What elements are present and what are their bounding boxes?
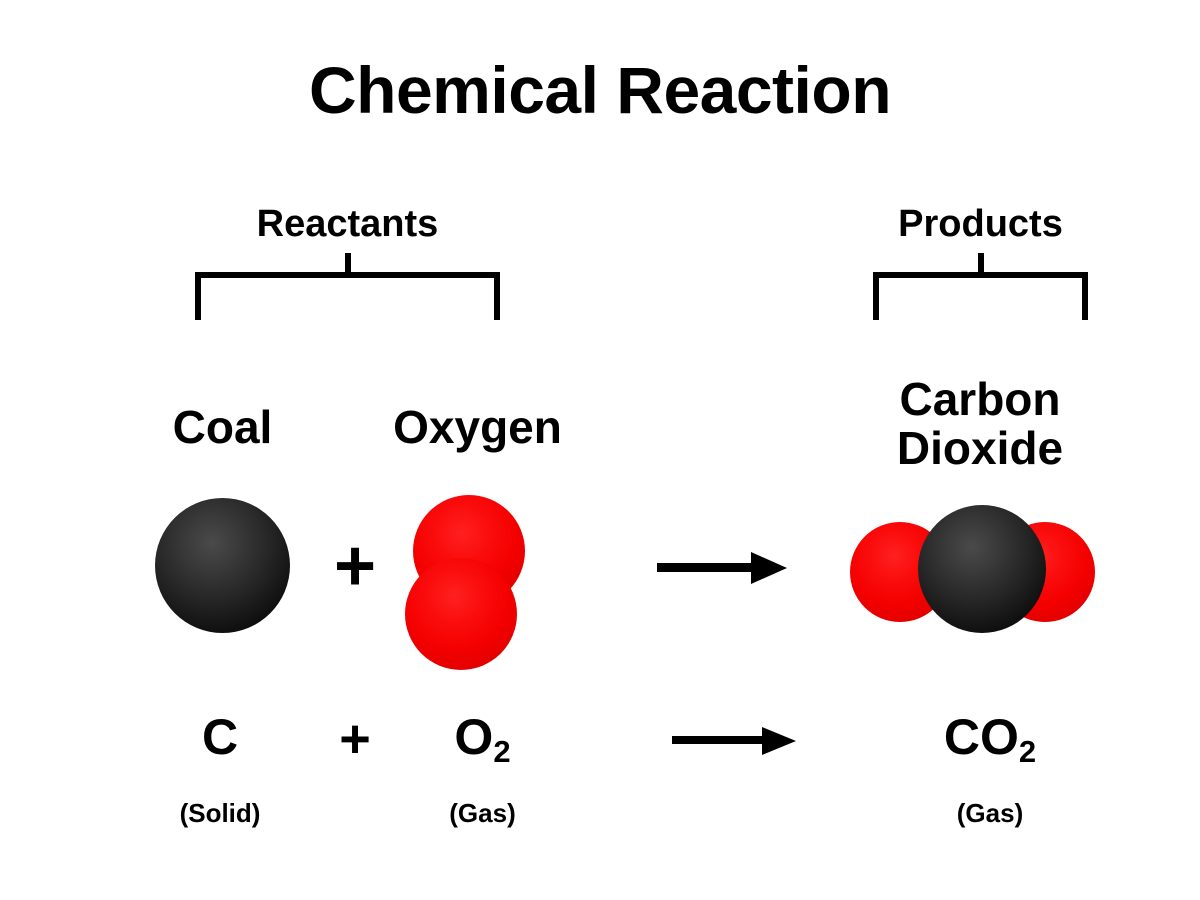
bracket-stem xyxy=(977,253,984,273)
arrow-shaft xyxy=(657,563,757,572)
plus-sign-formulas: + xyxy=(339,709,371,769)
reactants-group-label: Reactants xyxy=(256,203,439,245)
coal-molecule-model xyxy=(155,498,290,633)
state-label-oxygen: (Gas) xyxy=(449,798,516,828)
bracket-stem xyxy=(344,253,351,273)
reaction-arrow-icon xyxy=(657,552,787,584)
formula-carbon-dioxide: CO2 xyxy=(880,709,1100,767)
reaction-arrow-icon xyxy=(672,727,797,755)
bracket-leg-right xyxy=(494,272,500,320)
bracket-leg-left xyxy=(195,272,201,320)
oxygen-molecule-model xyxy=(405,495,530,670)
carbon-dioxide-name: Carbon Dioxide xyxy=(896,373,1064,475)
bracket-bar xyxy=(873,272,1088,278)
state-label-carbon: (Solid) xyxy=(179,798,261,828)
products-bracket xyxy=(873,253,1088,323)
arrow-head xyxy=(751,552,787,584)
formula-subscript: 2 xyxy=(1018,734,1037,770)
formula-main: C xyxy=(201,709,239,765)
plus-sign-models: + xyxy=(333,526,377,606)
page-title: Chemical Reaction xyxy=(308,53,892,127)
bracket-leg-right xyxy=(1082,272,1088,320)
oxygen-name: Oxygen xyxy=(393,401,562,453)
carbon-atom-sphere xyxy=(918,505,1046,633)
products-group-label: Products xyxy=(898,203,1063,245)
coal-name: Coal xyxy=(172,401,273,453)
arrow-shaft xyxy=(672,736,768,744)
carbon-atom-sphere xyxy=(155,498,290,633)
carbon-dioxide-molecule-model xyxy=(850,505,1095,635)
bracket-bar xyxy=(195,272,500,278)
reactants-bracket xyxy=(195,253,500,323)
formula-oxygen: O2 xyxy=(400,709,565,767)
oxygen-atom-sphere xyxy=(405,558,517,670)
formula-subscript: 2 xyxy=(493,734,511,770)
state-label-carbon-dioxide: (Gas) xyxy=(956,798,1024,828)
arrow-head xyxy=(762,727,796,755)
formula-main: O xyxy=(454,709,494,765)
formula-main: CO xyxy=(943,709,1019,765)
formula-carbon: C xyxy=(140,712,300,762)
bracket-leg-left xyxy=(873,272,879,320)
